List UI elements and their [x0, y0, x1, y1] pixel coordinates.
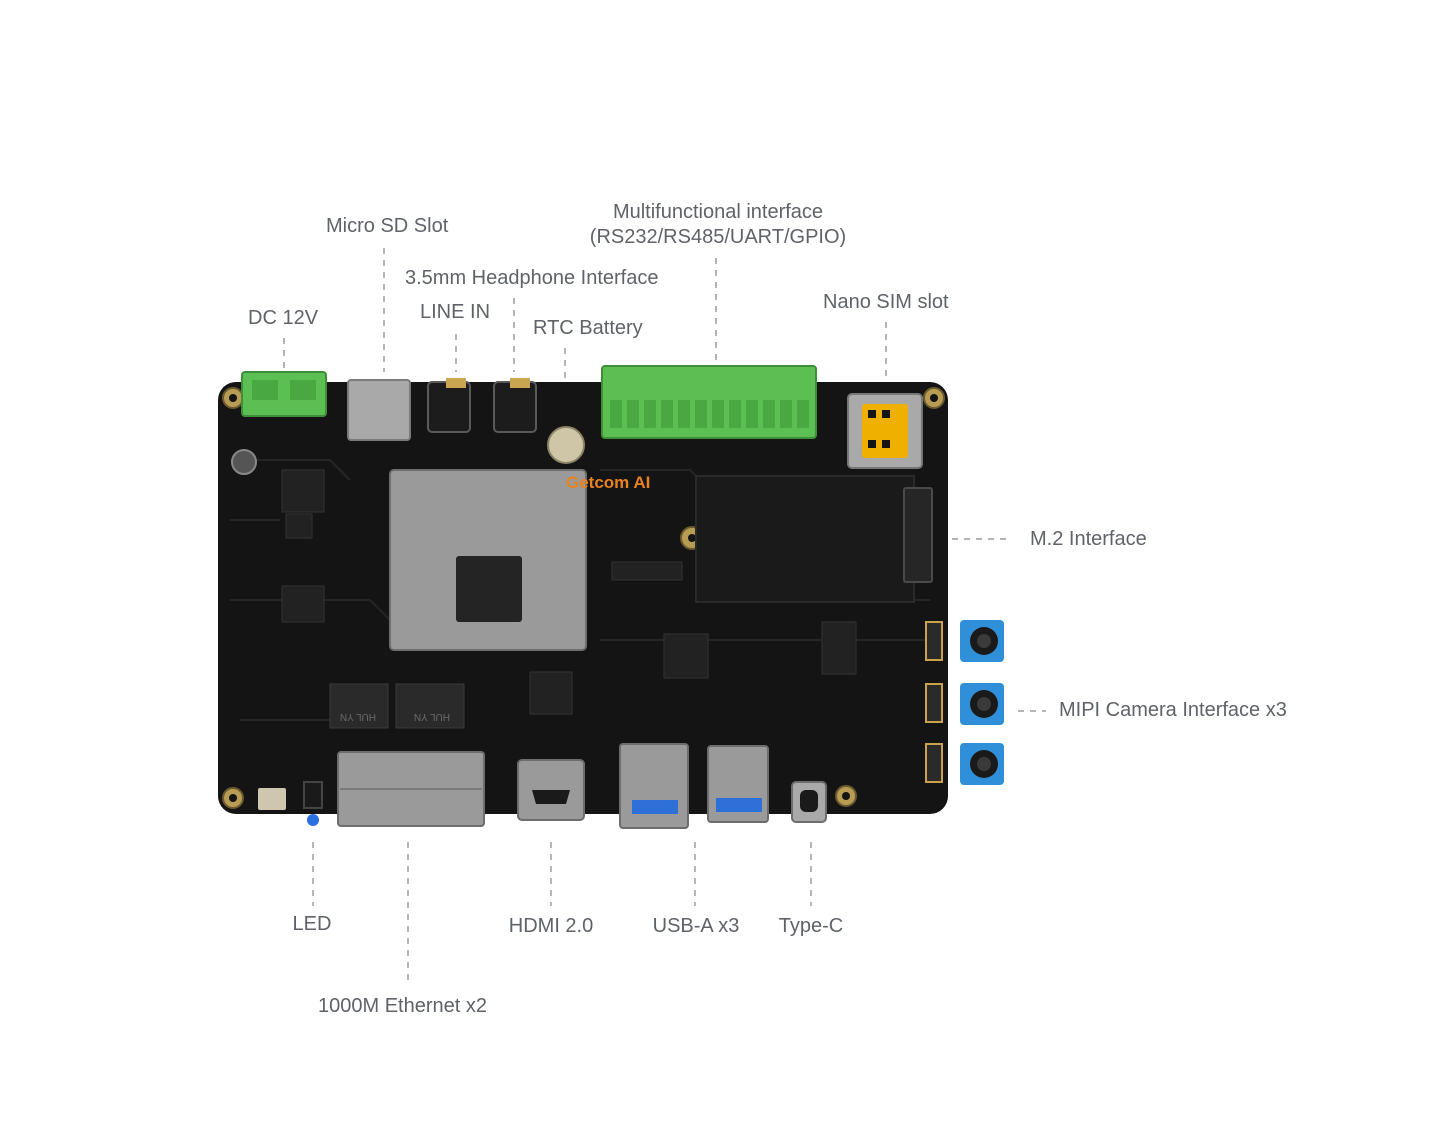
- watermark: Getcom AI: [566, 473, 650, 492]
- label-mipi-camera: MIPI Camera Interface x3: [1059, 699, 1287, 721]
- label-micro-sd-slot: Micro SD Slot: [326, 215, 449, 237]
- label-type-c: Type-C: [778, 915, 844, 937]
- label-m2-interface: M.2 Interface: [1030, 528, 1147, 550]
- label-nano-sim-slot: Nano SIM slot: [823, 291, 949, 313]
- label-usb-a: USB-A x3: [652, 915, 740, 937]
- chip-marking-1: HUL YN: [340, 711, 376, 722]
- hdmi-port: [517, 759, 585, 821]
- nano-sim-slot: [847, 393, 923, 469]
- rtc-battery: [547, 426, 585, 464]
- label-rtc-battery: RTC Battery: [533, 317, 643, 339]
- label-dc-12v: DC 12V: [248, 307, 319, 329]
- camera-modules: [960, 620, 1004, 785]
- label-headphone-interface: 3.5mm Headphone Interface: [405, 267, 659, 289]
- usb-a-ports: [619, 743, 769, 829]
- m2-area: [695, 475, 915, 603]
- led: [303, 781, 323, 826]
- label-multifunctional-line1: Multifunctional interface: [612, 201, 824, 223]
- microsd-slot: [347, 379, 411, 441]
- label-hdmi: HDMI 2.0: [508, 915, 594, 937]
- audio-jacks: [427, 381, 537, 433]
- label-ethernet: 1000M Ethernet x2: [318, 995, 487, 1017]
- mipi-connectors: [925, 621, 943, 783]
- label-led: LED: [292, 913, 332, 935]
- label-line-in: LINE IN: [420, 301, 491, 323]
- dc-terminal: [241, 371, 327, 417]
- m2-connector: [903, 487, 933, 583]
- soc-heatspreader: [389, 469, 587, 651]
- chip-marking-2: HUL YN: [414, 711, 450, 722]
- label-multifunctional-line2: (RS232/RS485/UART/GPIO): [589, 226, 847, 248]
- type-c-port: [791, 781, 827, 823]
- multifunctional-terminal: [601, 365, 817, 439]
